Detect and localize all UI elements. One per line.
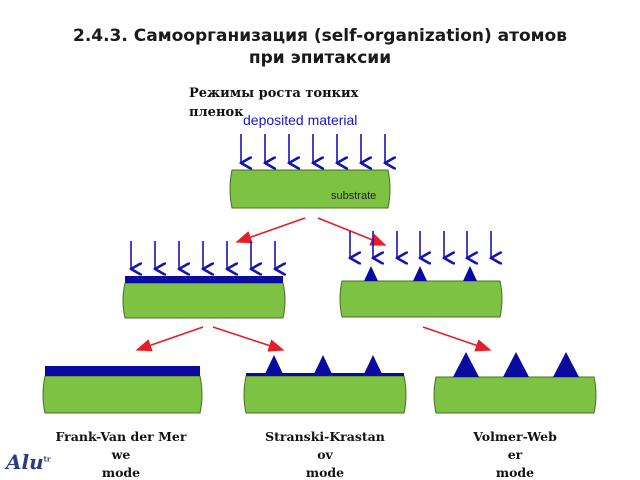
deposition-arrows-middle-left xyxy=(131,241,275,269)
mode-label-volmer-weber: Volmer-Web er mode xyxy=(430,428,600,480)
transition-arrows-bottom xyxy=(135,326,492,352)
substrate-label: substrate xyxy=(331,190,377,202)
film-layer-middle xyxy=(125,276,283,283)
mode-label-line: Volmer-Web xyxy=(473,429,557,444)
substrate-middle-right xyxy=(339,280,503,318)
film-layer-bottom xyxy=(45,366,200,376)
subtitle: Режимы роста тонких пленок xyxy=(189,86,359,120)
islands-volmer-weber xyxy=(453,352,579,377)
mode-label-line: mode xyxy=(305,465,345,480)
deposition-arrows-top xyxy=(241,134,385,163)
islands-stranski-krastanov xyxy=(264,355,383,376)
logo: Alutr xyxy=(6,450,51,474)
mode-label-stranski-krastanov: Stranski-Krastan ov mode xyxy=(240,428,410,480)
substrate-bottom-middle xyxy=(243,375,407,414)
slide-title-line2: при эпитаксии xyxy=(248,48,392,68)
mode-label-line: Stranski-Krastan xyxy=(265,429,385,444)
mode-label-line: Frank-Van der Mer xyxy=(55,429,187,444)
substrate-bottom-left xyxy=(42,375,203,414)
deposition-arrows-middle-right xyxy=(350,231,491,258)
mode-label-line: mode xyxy=(495,465,535,480)
transition-arrows-top xyxy=(235,217,387,246)
mode-label-line: ov xyxy=(317,447,333,462)
substrate-middle-left xyxy=(122,282,286,319)
mode-label-line: mode xyxy=(101,465,141,480)
deposited-material-label: deposited material xyxy=(243,112,358,128)
mode-label-frank-van-der-merwe: Frank-Van der Mer we mode xyxy=(36,428,206,480)
substrate-bottom-right xyxy=(433,376,597,414)
slide-title-line1: 2.4.3. Самоорганизация (self-organizatio… xyxy=(72,26,567,46)
mode-label-line: we xyxy=(111,447,131,462)
islands-middle xyxy=(364,266,477,281)
substrate-top xyxy=(229,169,391,209)
mode-label-line: er xyxy=(507,447,523,462)
